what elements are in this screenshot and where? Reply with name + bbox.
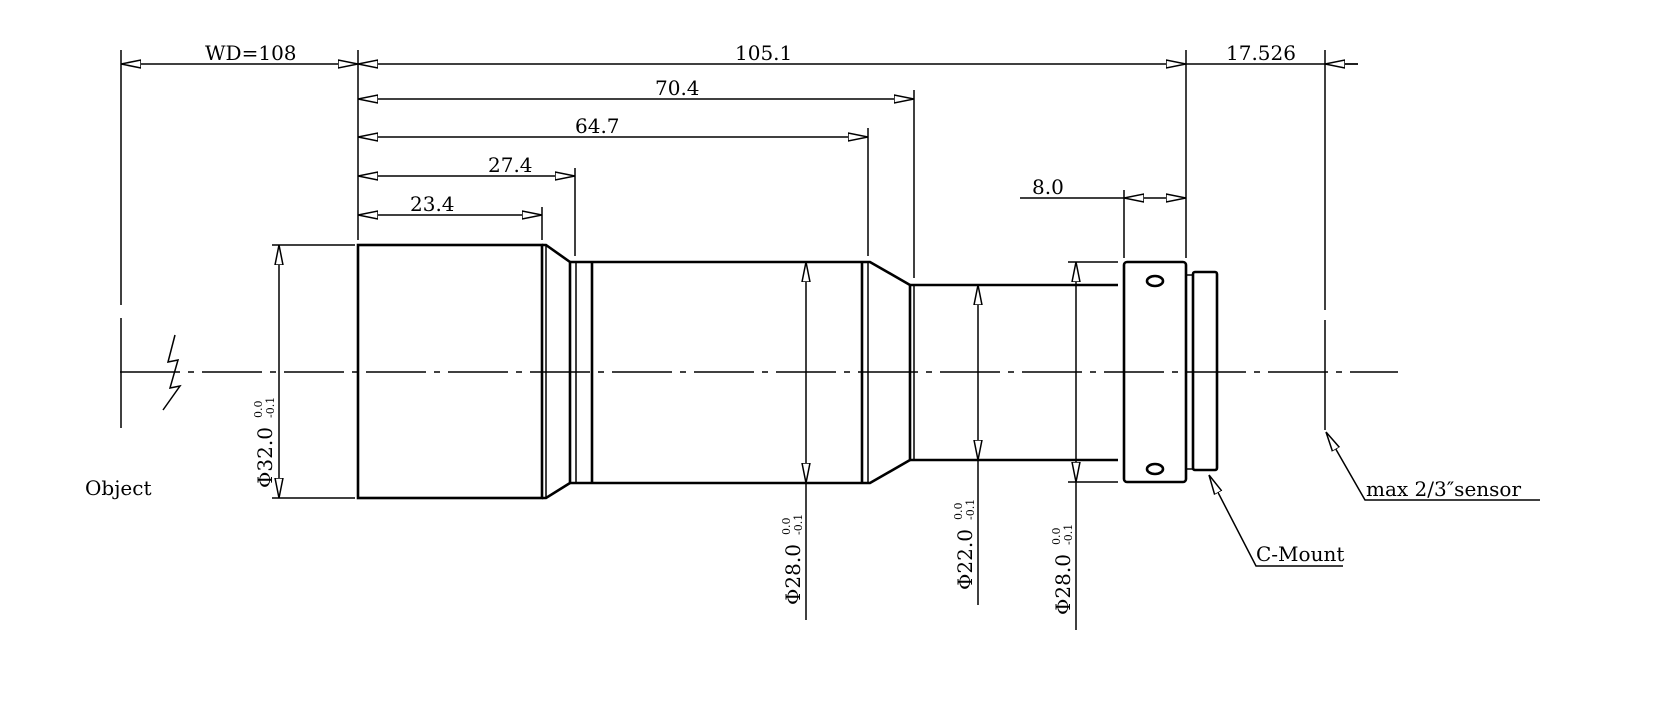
svg-text:Φ28.0: Φ28.0	[781, 544, 805, 605]
length-dimensions	[121, 50, 1358, 430]
svg-text:0.0: 0.0	[780, 518, 793, 536]
dim-64-7: 64.7	[575, 114, 620, 138]
dim-flange-width: 8.0	[1032, 175, 1064, 199]
object-label: Object	[85, 476, 151, 500]
diameter-dimensions	[272, 244, 1118, 630]
dim-back-focal: 17.526	[1226, 41, 1296, 65]
svg-text:-0.1: -0.1	[792, 514, 805, 535]
svg-text:-0.1: -0.1	[1062, 524, 1075, 545]
svg-text:0.0: 0.0	[1050, 528, 1063, 546]
dia-22-label: Φ22.0 0.0 -0.1	[952, 499, 977, 590]
svg-text:-0.1: -0.1	[964, 499, 977, 520]
dim-total-length: 105.1	[735, 41, 792, 65]
dia-28-label: Φ28.0 0.0 -0.1	[780, 514, 805, 605]
svg-text:Φ28.0: Φ28.0	[1051, 554, 1075, 615]
c-mount-label: C-Mount	[1256, 542, 1344, 566]
lens-body	[356, 243, 1219, 500]
dia-28-mount-label: Φ28.0 0.0 -0.1	[1050, 524, 1075, 615]
svg-text:-0.1: -0.1	[264, 397, 277, 418]
dim-70-4: 70.4	[655, 76, 700, 100]
sensor-label: max 2/3″sensor	[1366, 477, 1521, 501]
svg-text:Φ22.0: Φ22.0	[953, 529, 977, 590]
svg-text:0.0: 0.0	[252, 401, 265, 419]
svg-text:Φ32.0: Φ32.0	[253, 427, 277, 488]
screw-hole-icon	[1145, 462, 1165, 476]
screw-hole-icon	[1145, 274, 1165, 288]
dim-23-4: 23.4	[410, 192, 455, 216]
svg-text:0.0: 0.0	[952, 503, 965, 521]
dim-working-distance: WD=108	[205, 41, 297, 65]
c-mount-thread	[1191, 270, 1219, 472]
dim-27-4: 27.4	[488, 153, 533, 177]
leaders	[1209, 432, 1540, 567]
dia-32-label: Φ32.0 0.0 -0.1	[252, 397, 277, 488]
object-plane	[120, 50, 182, 428]
